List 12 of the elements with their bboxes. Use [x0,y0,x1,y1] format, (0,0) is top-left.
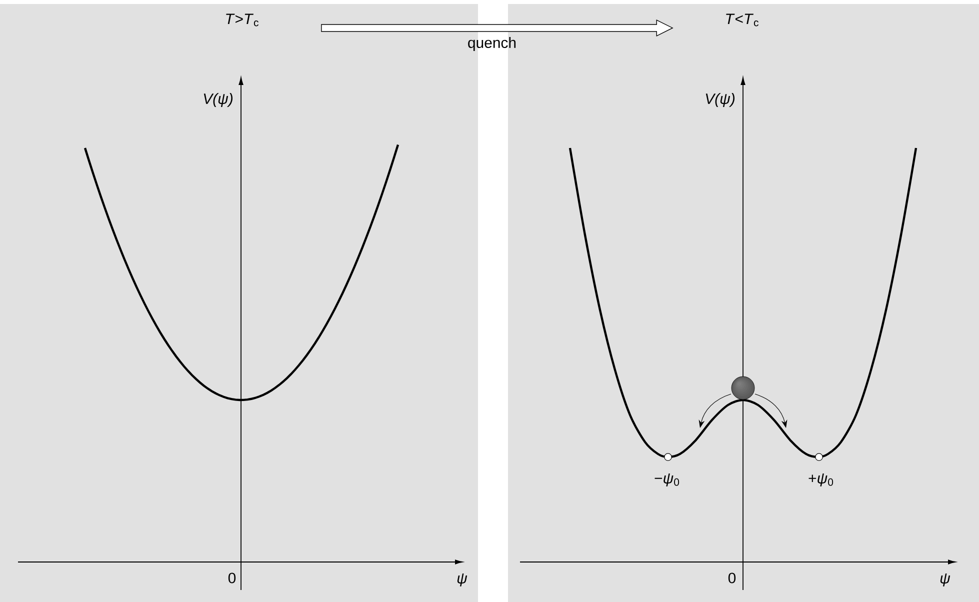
axis-label: V(ψ) [706,93,734,107]
edge-label: quench [468,37,516,51]
axis-label: ψ [940,574,950,586]
temperature-label: T<T$_{c}$ [726,14,758,26]
axis-label: 0 [728,572,736,584]
axis-label: +ψ$_{0}$ [808,474,834,486]
axis-label: ψ [457,574,468,586]
axis-label: 0 [228,572,236,584]
axis-label: V(ψ) [204,93,233,107]
quench-arrow [321,19,674,37]
temperature-label: T>T$_{c}$ [226,14,258,26]
axis-label: −ψ$_{0}$ [654,474,680,486]
